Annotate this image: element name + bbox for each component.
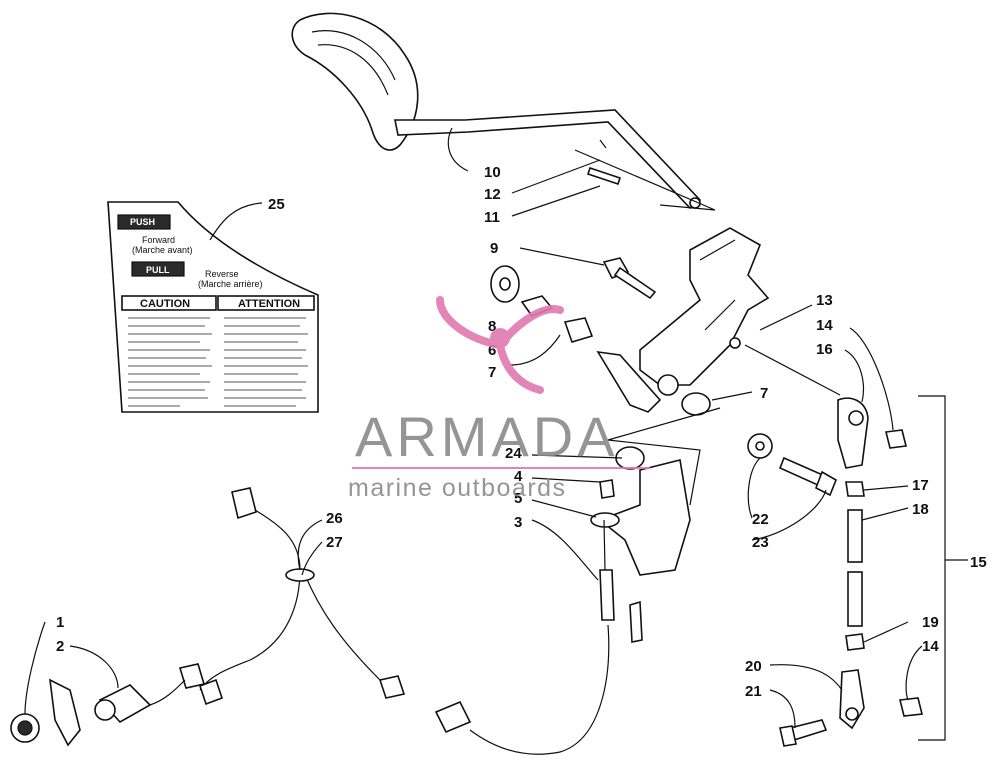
decal-attention: ATTENTION (238, 298, 300, 310)
callout-12: 12 (484, 186, 501, 203)
lock-washer-and-bolt (747, 433, 838, 497)
callout-21: 21 (745, 683, 762, 700)
callout-24: 24 (505, 445, 522, 462)
callout-10: 10 (484, 164, 501, 181)
watermark-tagline: marine outboards (348, 474, 567, 502)
decal-push: PUSH (130, 217, 155, 227)
callout-1: 1 (56, 614, 64, 631)
callout-8: 8 (488, 318, 496, 335)
callout-7-upper: 7 (488, 364, 496, 381)
callout-23: 23 (752, 534, 769, 551)
armada-watermark: ARMADA marine outboards (348, 296, 650, 502)
push-badge (117, 214, 171, 230)
callout-4: 4 (514, 468, 523, 485)
callout-26: 26 (326, 510, 343, 527)
callout-20: 20 (745, 658, 762, 675)
callout-6: 6 (488, 342, 496, 359)
callout-19: 19 (922, 614, 939, 631)
decal-forward-fr: (Marche avant) (132, 245, 193, 255)
leader-lines (24, 127, 968, 729)
callout-labels: 10 12 11 25 9 8 6 7 7 13 14 16 24 4 5 3 … (56, 164, 987, 700)
callout-14-lower: 14 (922, 638, 939, 655)
callout-13: 13 (816, 292, 833, 309)
callout-5: 5 (514, 490, 522, 507)
shift-bracket (596, 227, 770, 413)
callout-9: 9 (490, 240, 498, 257)
callout-2: 2 (56, 638, 64, 655)
callout-25: 25 (268, 196, 285, 213)
decal-reverse-fr: (Marche arrière) (198, 279, 263, 289)
attention-box (217, 295, 315, 311)
callout-17: 17 (912, 477, 929, 494)
pin-and-bolt (574, 139, 716, 211)
callout-14-upper: 14 (816, 317, 833, 334)
shift-cable (434, 519, 615, 755)
callout-22: 22 (752, 511, 769, 528)
callout-7-right: 7 (760, 385, 768, 402)
watermark-brand: ARMADA (355, 405, 619, 468)
wire-harness (178, 487, 406, 706)
callout-27: 27 (326, 534, 343, 551)
caution-box (121, 295, 217, 311)
callout-11: 11 (484, 209, 500, 226)
callout-16: 16 (816, 341, 833, 358)
kill-switch (10, 678, 186, 747)
callout-15: 15 (970, 554, 987, 571)
linkage-rod-assembly (779, 395, 946, 747)
decal-caution: CAUTION (140, 298, 190, 310)
decal-reverse: Reverse (205, 269, 239, 279)
callout-18: 18 (912, 501, 929, 518)
warning-decal: PUSH Forward (Marche avant) PULL Reverse… (107, 201, 319, 413)
cable-bracket (590, 459, 691, 643)
decal-pull: PULL (146, 265, 170, 275)
bolt-9 (519, 247, 657, 300)
callout-3: 3 (514, 514, 522, 531)
pull-badge (131, 261, 185, 277)
propeller-logo (436, 296, 564, 394)
decal-forward: Forward (142, 235, 175, 245)
